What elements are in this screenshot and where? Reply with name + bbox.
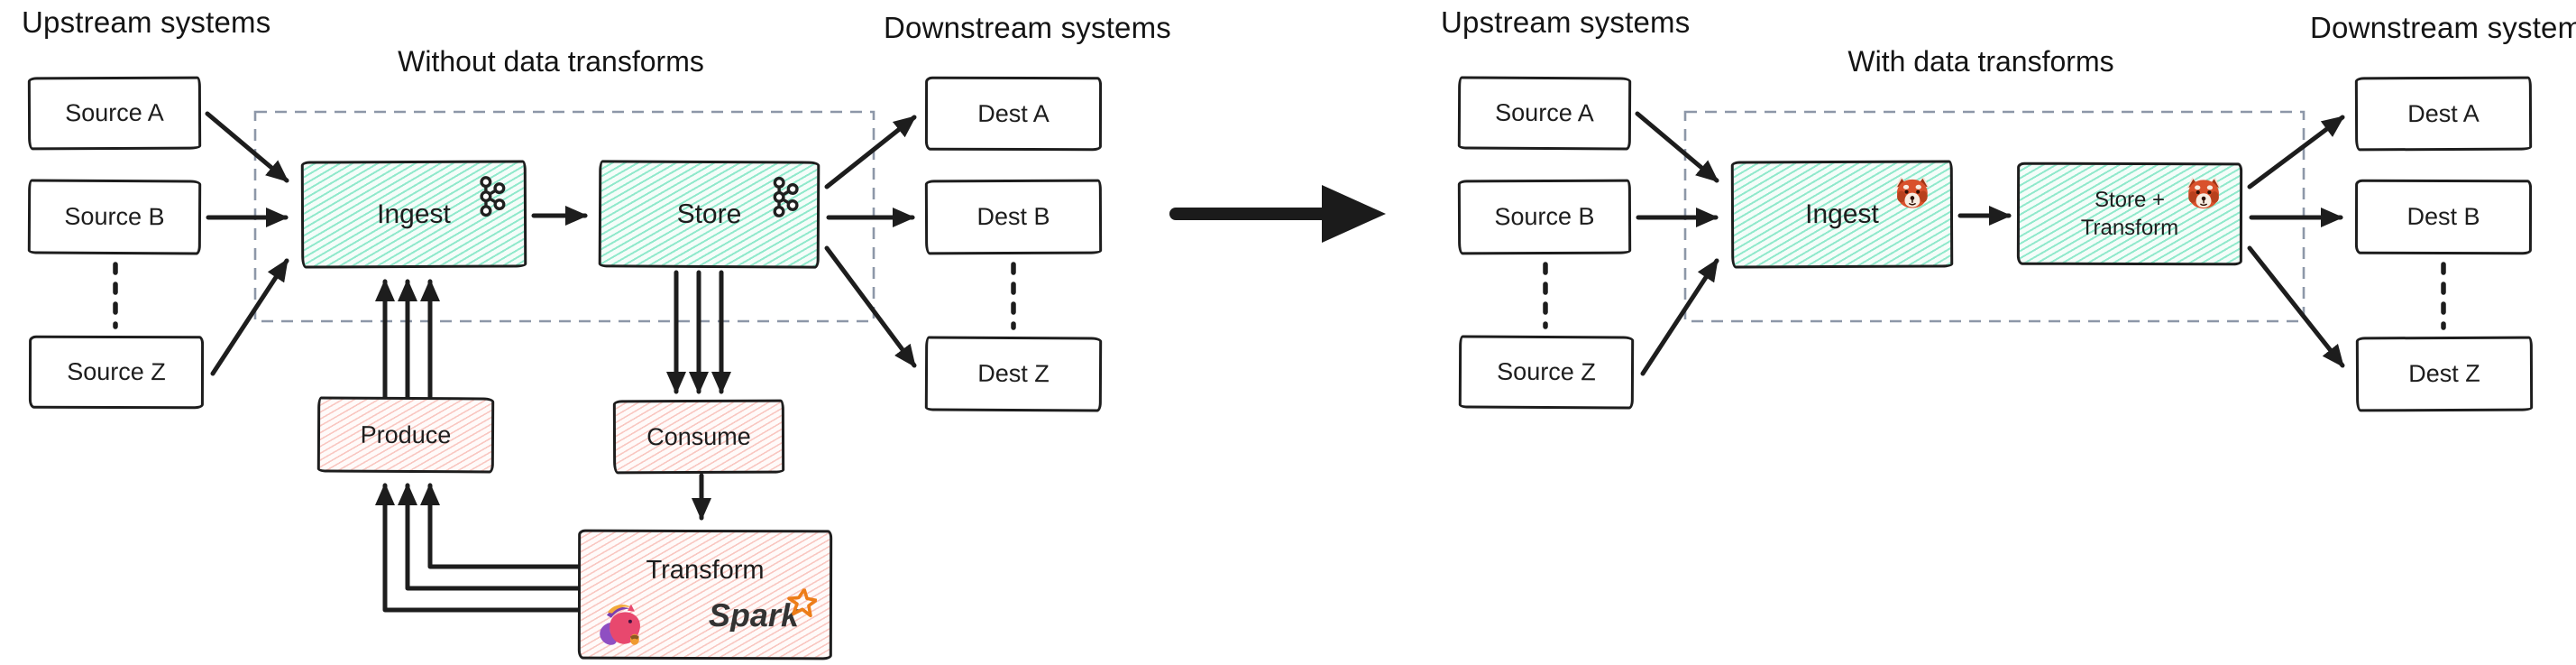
spark-star-icon	[787, 588, 818, 618]
kafka-icon	[479, 176, 506, 217]
source-b-box-left: Source B	[27, 179, 202, 255]
arrow-transform-to-produce-3	[374, 483, 582, 613]
dest-b-label: Dest B	[976, 202, 1050, 231]
redpanda-icon	[1893, 176, 1932, 210]
source-a-label: Source A	[65, 98, 164, 127]
store-transform-line2: Transform	[2080, 215, 2179, 241]
transform-label: Transform	[646, 555, 765, 586]
panel-subtitle-left: Without data transforms	[398, 45, 704, 78]
dest-b-box-left: Dest B	[924, 179, 1103, 255]
dest-a-label: Dest A	[2407, 99, 2480, 127]
arrow-storetransform-to-destZ	[2247, 245, 2345, 368]
kafka-icon	[772, 176, 799, 217]
source-z-label: Source Z	[1497, 357, 1596, 386]
store-transform-line1: Store +	[2094, 187, 2166, 212]
downstream-title-left: Downstream systems	[884, 11, 1172, 44]
source-b-label: Source B	[64, 202, 165, 231]
spark-icon: Spark	[709, 588, 818, 632]
source-a-label: Source A	[1495, 98, 1594, 127]
produce-label: Produce	[360, 420, 452, 448]
arrow-sourceZ-to-ingest-left	[210, 258, 289, 376]
source-z-box-right: Source Z	[1458, 335, 1635, 410]
upstream-title-left: Upstream systems	[22, 5, 271, 39]
panel-subtitle-right: With data transforms	[1847, 45, 2114, 78]
dest-a-box-right: Dest A	[2354, 76, 2533, 152]
dest-b-label: Dest B	[2406, 202, 2480, 231]
arrow-transform-to-produce-1	[419, 483, 582, 569]
transition-arrow	[1169, 185, 1386, 243]
store-label-left: Store	[676, 199, 742, 229]
downstream-title-right: Downstream systems	[2310, 11, 2576, 44]
consume-box: Consume	[612, 399, 785, 475]
source-z-box-left: Source Z	[28, 335, 205, 410]
ingest-label-right: Ingest	[1805, 199, 1879, 229]
arrow-sourceA-to-ingest-left	[205, 111, 289, 183]
store-transform-label: Store + Transform	[2081, 186, 2179, 243]
store-box-left: Store	[598, 160, 820, 269]
ingest-box-left: Ingest	[300, 160, 527, 269]
ingest-label-left: Ingest	[377, 199, 451, 229]
dest-b-box-right: Dest B	[2354, 179, 2533, 255]
arrow-store-to-destZ-left	[824, 245, 917, 368]
source-z-label: Source Z	[67, 357, 166, 386]
transform-box: Transform Spark	[577, 529, 833, 660]
source-b-label: Source B	[1494, 202, 1595, 231]
store-transform-box: Store + Transform	[2016, 162, 2243, 266]
spark-wordmark: Spark	[709, 596, 801, 632]
arrow-store-to-destA-left	[824, 115, 917, 189]
source-a-box-right: Source A	[1457, 76, 1632, 151]
dest-a-label: Dest A	[977, 99, 1050, 127]
arrow-sourceA-to-ingest-right	[1635, 111, 1719, 183]
dest-z-box-left: Dest Z	[924, 336, 1103, 412]
arrow-storetransform-to-destA	[2247, 115, 2345, 189]
dest-z-box-right: Dest Z	[2355, 336, 2534, 412]
consume-label: Consume	[646, 422, 751, 450]
source-a-box-left: Source A	[27, 76, 202, 151]
ingest-box-right: Ingest	[1730, 160, 1954, 269]
produce-box: Produce	[316, 396, 495, 474]
arrow-transform-to-produce-2	[397, 483, 589, 591]
arrow-sourceZ-to-ingest-right	[1640, 258, 1719, 376]
redpanda-icon	[2184, 176, 2223, 210]
dest-a-box-left: Dest A	[924, 76, 1103, 152]
dest-z-label: Dest Z	[2408, 359, 2480, 388]
flink-icon	[595, 603, 646, 648]
source-b-box-right: Source B	[1457, 179, 1632, 255]
upstream-title-right: Upstream systems	[1441, 5, 1691, 39]
dest-z-label: Dest Z	[977, 359, 1050, 388]
